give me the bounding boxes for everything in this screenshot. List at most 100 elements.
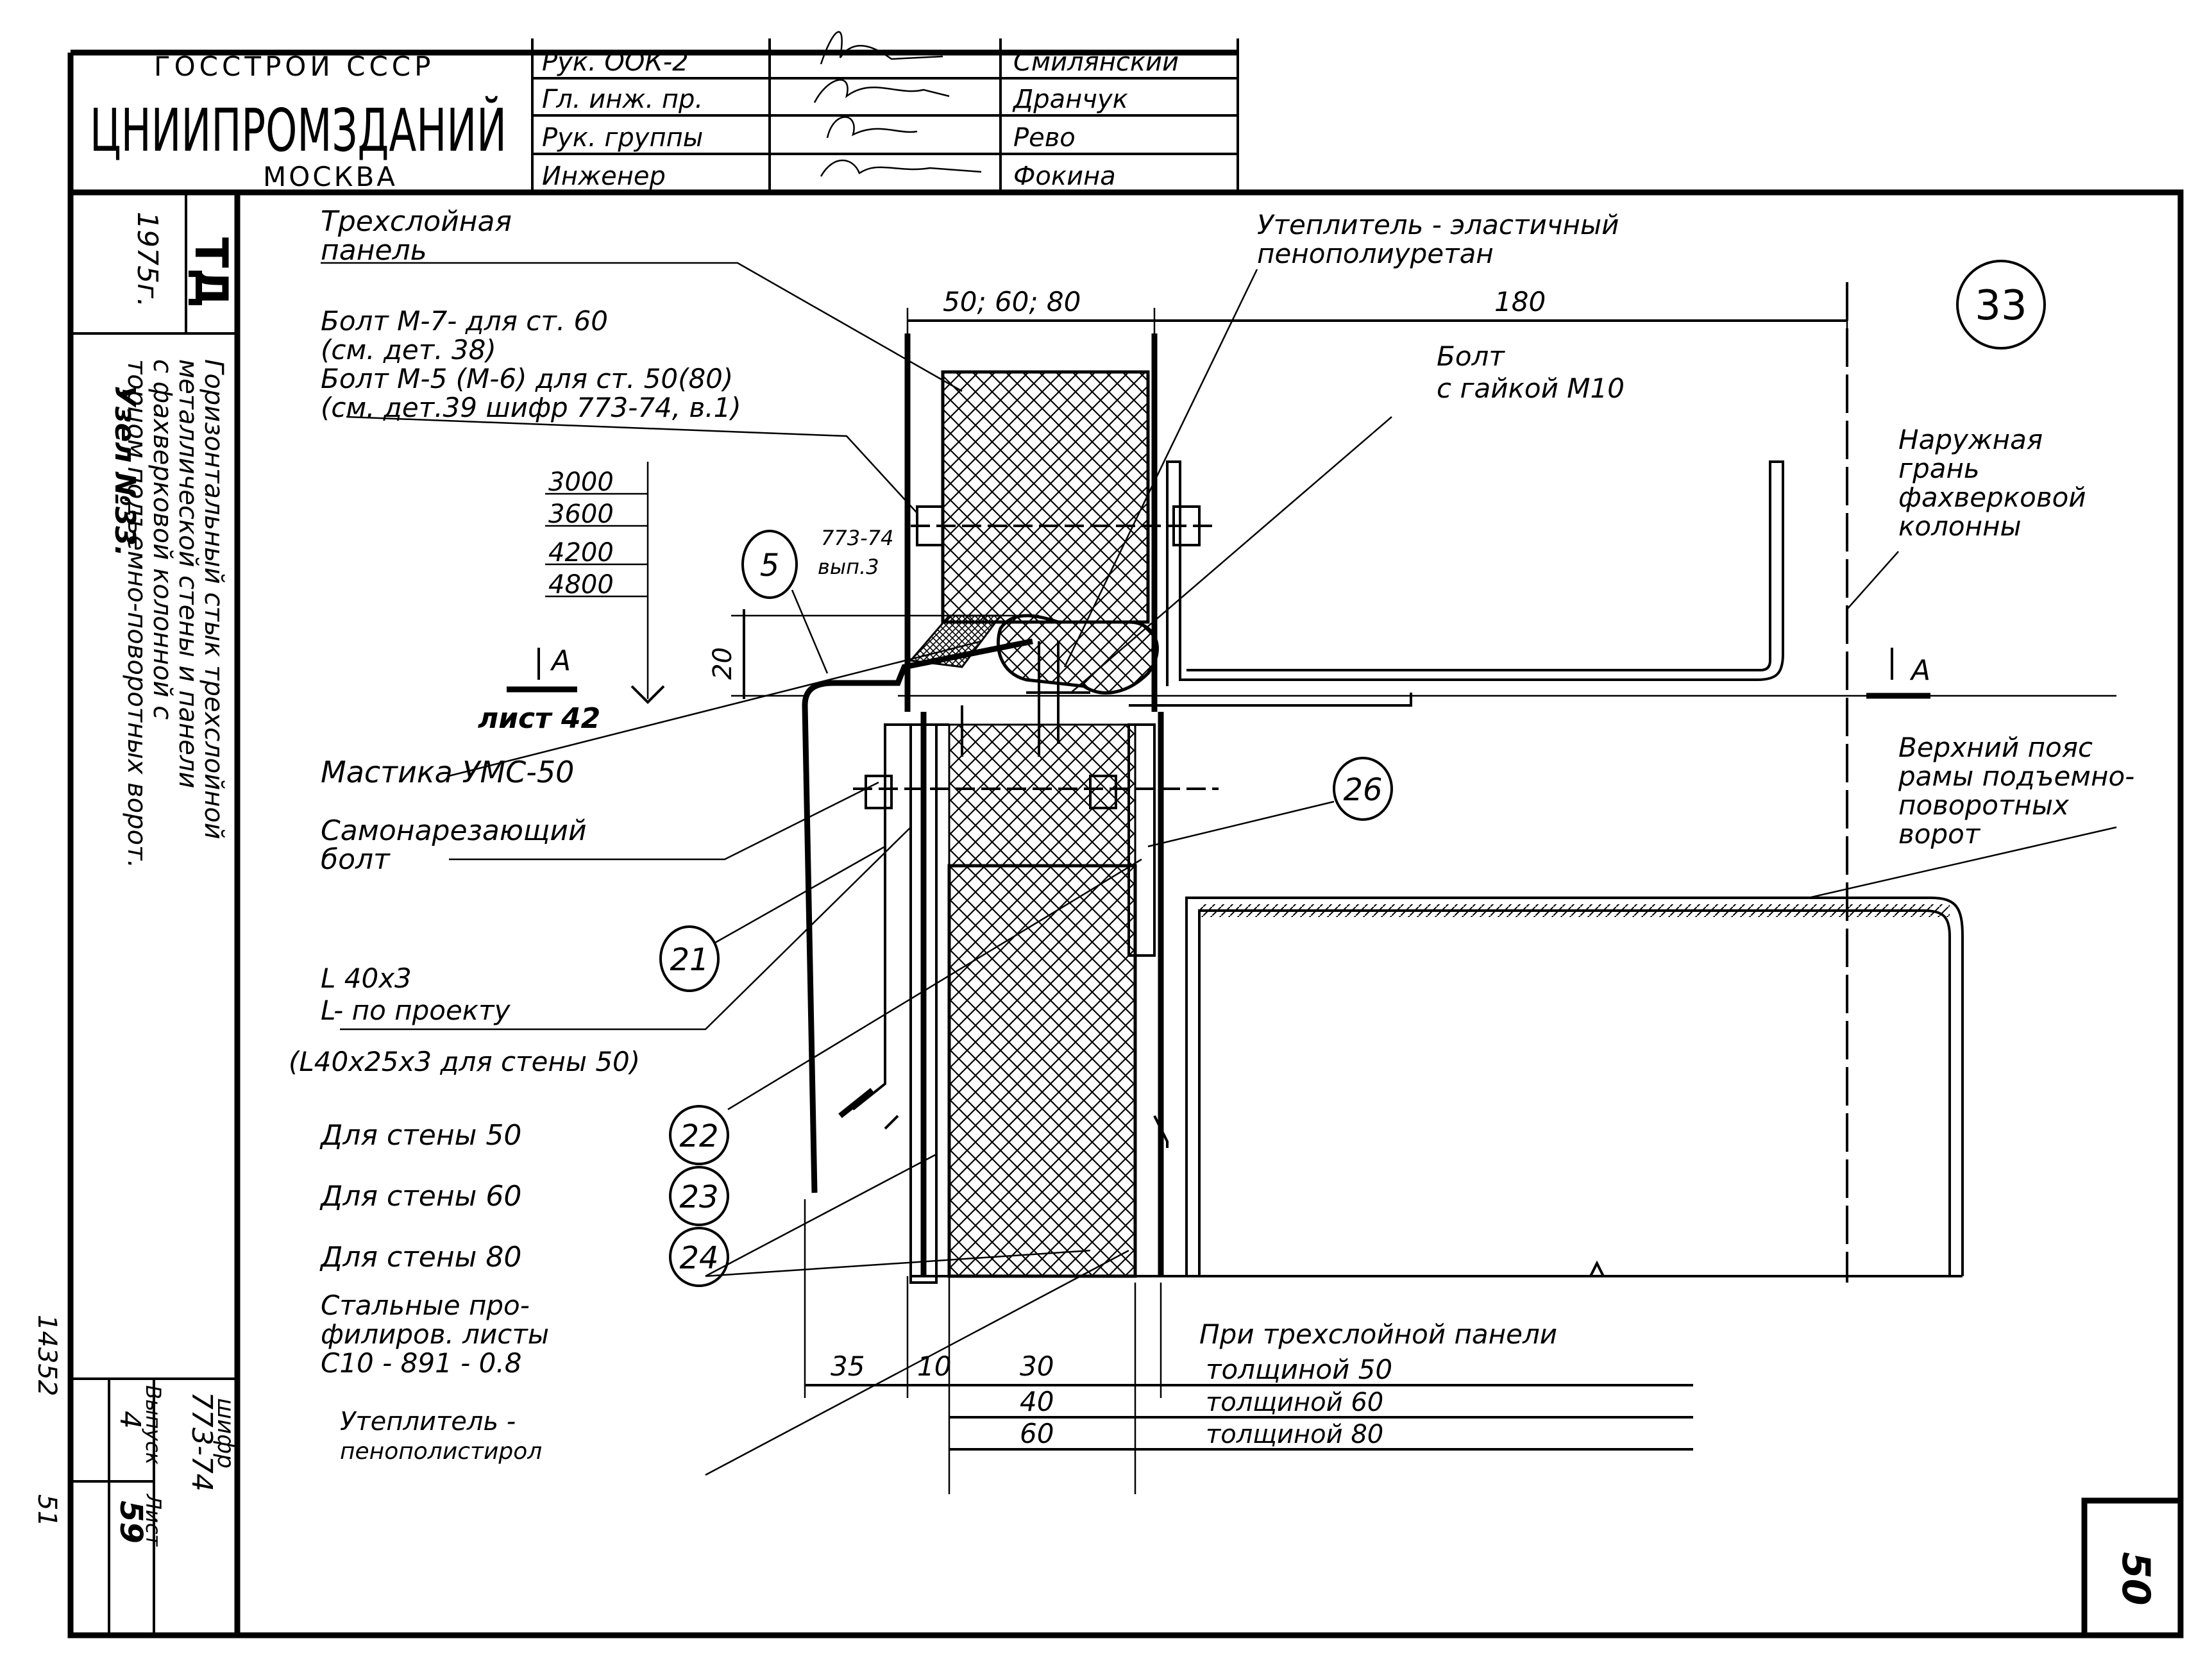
label-outer-face-4: колонны <box>1898 510 2022 542</box>
stamp-node: Узел №33. <box>108 385 141 557</box>
svg-text:21: 21 <box>670 942 709 978</box>
org-city: МОСКВА <box>263 161 398 192</box>
stamp-shifr: 773-74 <box>185 1392 218 1492</box>
name-2: Дранчук <box>1012 85 1128 114</box>
svg-text:22: 22 <box>679 1118 718 1154</box>
stamp-year: 1975г. <box>131 212 164 307</box>
dim-gap: 20 <box>708 647 738 680</box>
height-3000: 3000 <box>548 467 614 497</box>
stamp-title-2: металлической стены и панели <box>173 359 203 788</box>
stamp-code: ТД <box>185 237 237 308</box>
node-badge: 33 <box>1956 260 2046 349</box>
node-number: 33 <box>1975 282 2027 330</box>
role-3: Рук. группы <box>542 123 703 153</box>
label-sheets-1: Стальные про- <box>321 1290 530 1321</box>
dimensions: 50; 60; 80 180 20 35 10 30 40 60 При тре… <box>708 286 1848 1494</box>
section-mark-right: А <box>1909 654 1930 687</box>
section-mark-left: А <box>550 644 571 677</box>
height-4800: 4800 <box>548 570 614 600</box>
stamp-title-1: Горизонтальный стык трехслойной <box>199 359 228 839</box>
svg-text:26: 26 <box>1343 772 1382 808</box>
dim-top-right: 180 <box>1494 286 1546 317</box>
callout-22: 22 <box>669 858 1142 1165</box>
label-sheets-2: филиров. листы <box>321 1318 549 1350</box>
label-top-chord-2: рамы подъемно- <box>1898 761 2134 792</box>
label-bolts-2: (см. дет. 38) <box>321 334 496 366</box>
svg-text:23: 23 <box>679 1179 718 1215</box>
stamp-title-4: торцом подъемно-поворотных ворот. <box>122 359 151 868</box>
label-bolts-1: Болт М-7- для ст. 60 <box>321 305 608 337</box>
name-1: Смилянский <box>1013 47 1179 77</box>
stamp-list-label: Лист <box>141 1494 165 1547</box>
signatures <box>813 31 982 177</box>
org-top: ГОССТРОЙ СССР <box>154 50 434 82</box>
panel-insulation-top <box>941 370 1150 624</box>
svg-text:24: 24 <box>679 1240 718 1276</box>
name-3: Рево <box>1013 123 1076 153</box>
role-4: Инженер <box>542 162 666 191</box>
margin-number-2: 51 <box>32 1494 62 1527</box>
label-outer-face-1: Наружная <box>1898 424 2043 455</box>
stamp-shifr-label: шифр <box>212 1398 239 1469</box>
note-row-1: При трехслойной панели <box>1199 1318 1557 1350</box>
height-3600: 3600 <box>548 500 614 529</box>
labels: Трехслойная панель Болт М-7- для ст. 60 … <box>289 205 2134 1465</box>
note-row-2: толщиной 50 <box>1206 1354 1392 1385</box>
sheet-ref: лист 42 <box>478 702 600 735</box>
role-2: Гл. инж. пр. <box>542 85 703 114</box>
label-bolt-nut-1: Болт <box>1437 341 1505 372</box>
bolt-m10 <box>1026 641 1090 744</box>
margin-number-1: 14352 <box>32 1315 62 1396</box>
label-panel-2: панель <box>321 234 427 267</box>
elastic-foam <box>996 614 1159 695</box>
mastic-band <box>909 614 1002 668</box>
label-angle-2: L- по проекту <box>321 995 511 1026</box>
panel-insulation-bottom <box>947 864 1137 1278</box>
label-insul-top-1: Утеплитель - эластичный <box>1257 209 1619 240</box>
stamp-vypusk-label: Выпуск <box>141 1385 165 1465</box>
label-wall60: Для стены 60 <box>319 1180 521 1213</box>
label-self-tap-1: Самонарезающий <box>321 814 587 847</box>
label-angle-1: L 40х3 <box>321 963 412 994</box>
label-mastic: Мастика УМС-50 <box>321 755 574 789</box>
label-wall80: Для стены 80 <box>319 1241 521 1274</box>
label-self-tap-2: болт <box>321 843 391 876</box>
callout-5: 5 773-74 вып.3 <box>741 526 893 674</box>
stamp-title-3: с фахверковой колонной с <box>148 359 177 720</box>
label-angle-3: (L40х25х3 для стены 50) <box>289 1046 640 1077</box>
label-outer-face-3: фахверковой <box>1898 482 2086 513</box>
role-1: Рук. ООК-2 <box>542 47 689 77</box>
svg-text:5: 5 <box>760 548 780 584</box>
label-insul-top-2: пенополиуретан <box>1257 238 1494 269</box>
sheet-number: 50 <box>2113 1552 2158 1606</box>
callouts: 5 773-74 вып.3 26 21 22 23 24 <box>659 526 1393 1287</box>
label-panel-1: Трехслойная <box>321 205 512 238</box>
height-4200: 4200 <box>548 538 614 568</box>
note-row-3: толщиной 60 <box>1206 1388 1383 1417</box>
label-bolts-3: Болт М-5 (М-6) для ст. 50(80) <box>321 363 733 394</box>
dim-40: 40 <box>1020 1386 1054 1417</box>
label-wall50: Для стены 50 <box>319 1119 521 1152</box>
label-top-chord-1: Верхний пояс <box>1898 732 2093 763</box>
frame <box>67 38 2184 1638</box>
title-block: ГОССТРОЙ СССР ЦНИИПРОМЗДАНИЙ МОСКВА Рук.… <box>90 31 1238 192</box>
label-insul-bottom-1: Утеплитель - <box>340 1407 516 1436</box>
label-outer-face-2: грань <box>1898 453 1980 484</box>
name-4: Фокина <box>1013 162 1116 191</box>
callout-21: 21 <box>659 845 886 992</box>
callout-23: 23 <box>669 1166 729 1226</box>
flashing <box>802 638 1033 1193</box>
dim-10: 10 <box>917 1351 951 1382</box>
label-sheets-3: С10 - 891 - 0.8 <box>321 1347 521 1379</box>
dim-30: 30 <box>1020 1351 1054 1382</box>
side-stamp: ТД 1975г. Горизонтальный стык трехслойно… <box>32 212 239 1547</box>
note-row-4: толщиной 80 <box>1206 1420 1383 1449</box>
dim-60: 60 <box>1020 1418 1054 1449</box>
height-marks: 3000 3600 4200 4800 А лист 42 А <box>478 462 1930 735</box>
callout-24: 24 <box>669 1227 729 1287</box>
column-flange <box>1166 460 1784 686</box>
ref-sheet: 773-74 <box>821 526 893 550</box>
detail-drawing <box>802 282 2116 1284</box>
gate-chord <box>1198 909 1951 1276</box>
org-main: ЦНИИПРОМЗДАНИЙ <box>90 96 507 165</box>
